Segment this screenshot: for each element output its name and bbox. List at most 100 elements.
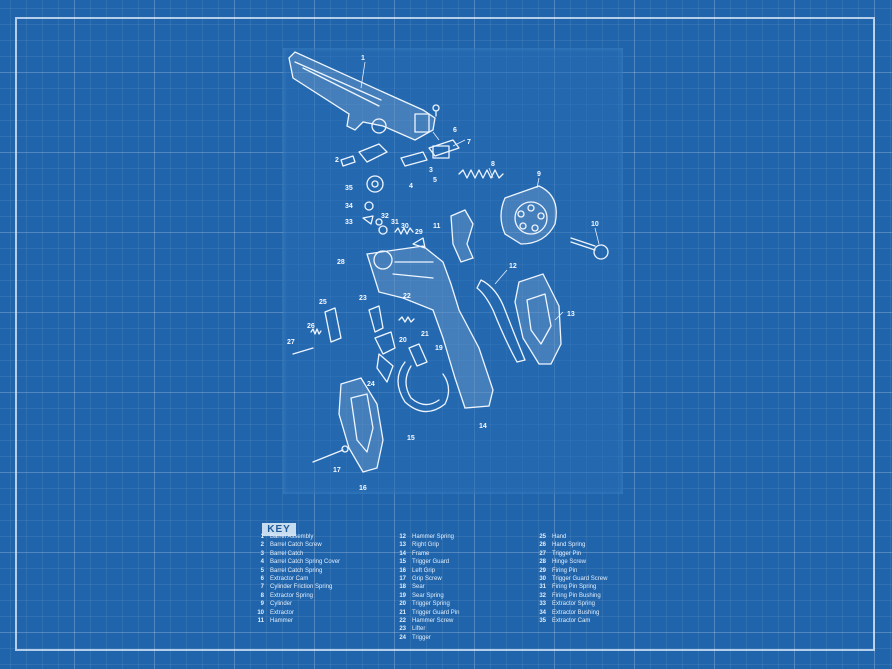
part-left-grip bbox=[338, 377, 384, 473]
key-item-number: 30 bbox=[539, 575, 546, 582]
key-item-label: Firing Pin Bushing bbox=[552, 592, 601, 599]
key-item: 6 Extractor Cam bbox=[252, 575, 340, 583]
callout-24: 24 bbox=[367, 381, 375, 388]
key-item-label: Trigger bbox=[412, 634, 431, 641]
callout-28: 28 bbox=[337, 259, 345, 266]
key-item: 9 Cylinder bbox=[252, 600, 340, 608]
key-item-number: 16 bbox=[399, 567, 406, 574]
callout-31: 31 bbox=[391, 219, 399, 226]
key-item-number: 12 bbox=[399, 534, 406, 540]
exploded-view-drawing: 1 2 3 4 5 6 7 8 9 10 11 12 13 14 15 16 1… bbox=[283, 48, 623, 494]
key-item-number: 17 bbox=[399, 575, 406, 582]
key-item-label: Frame bbox=[412, 550, 430, 557]
key-item-number: 1 bbox=[260, 534, 264, 540]
key-item-number: 9 bbox=[260, 601, 264, 608]
key-item-number: 35 bbox=[539, 617, 546, 624]
part-extractor bbox=[570, 237, 609, 260]
callout-17: 17 bbox=[333, 467, 341, 474]
key-item-number: 21 bbox=[399, 609, 406, 616]
key-item-number: 32 bbox=[539, 592, 546, 599]
key-item-number: 23 bbox=[399, 626, 406, 633]
key-item-number: 15 bbox=[399, 559, 406, 566]
part-hammer-spring bbox=[476, 279, 526, 363]
part-hand bbox=[292, 307, 342, 355]
part-barrel-catch bbox=[340, 139, 460, 167]
callout-9: 9 bbox=[537, 171, 541, 178]
key-item-number: 11 bbox=[257, 617, 264, 624]
key-item: 15 Trigger Guard bbox=[394, 558, 459, 566]
part-small-cams bbox=[362, 175, 384, 226]
callout-26: 26 bbox=[307, 323, 315, 330]
callout-8: 8 bbox=[491, 161, 495, 168]
key-item-number: 28 bbox=[539, 559, 546, 566]
callout-20: 20 bbox=[399, 337, 407, 344]
key-item-number: 29 bbox=[539, 567, 546, 574]
callout-30: 30 bbox=[401, 223, 409, 230]
key-item: 14 Frame bbox=[394, 550, 459, 558]
key-item-label: Trigger Pin bbox=[552, 550, 582, 557]
part-trigger-sear bbox=[368, 305, 428, 383]
callout-19: 19 bbox=[435, 345, 443, 352]
key-item-label: Trigger Guard bbox=[412, 559, 450, 566]
key-item-number: 20 bbox=[399, 601, 406, 608]
key-item: 3 Barrel Catch bbox=[252, 550, 340, 558]
callout-5: 5 bbox=[433, 177, 437, 184]
key-item: 10 Extractor bbox=[252, 609, 340, 617]
key-item-number: 27 bbox=[539, 550, 546, 557]
key-item-label: Extractor Cam bbox=[552, 617, 591, 624]
key-item-number: 7 bbox=[260, 584, 264, 591]
callout-35: 35 bbox=[345, 185, 353, 192]
callout-12: 12 bbox=[509, 263, 517, 270]
key-item-label: Grip Screw bbox=[412, 575, 442, 582]
callout-32: 32 bbox=[381, 213, 389, 220]
blueprint-border bbox=[15, 17, 875, 651]
callout-numbers: 1 2 3 4 5 6 7 8 9 10 11 12 13 14 15 16 1… bbox=[287, 55, 599, 492]
part-right-grip bbox=[514, 273, 562, 365]
key-item-number: 18 bbox=[399, 584, 406, 591]
key-item-label: Extractor bbox=[270, 609, 295, 616]
key-item-label: Extractor Cam bbox=[270, 575, 309, 582]
key-item: 24 Trigger bbox=[394, 634, 459, 642]
key-title: KEY bbox=[262, 523, 296, 536]
callout-29: 29 bbox=[415, 229, 423, 236]
part-cylinder bbox=[500, 185, 557, 245]
key-item-number: 24 bbox=[399, 634, 406, 641]
key-item-number: 10 bbox=[257, 609, 264, 616]
callout-15: 15 bbox=[407, 435, 415, 442]
callout-10: 10 bbox=[591, 221, 599, 228]
key-item-label: Cylinder bbox=[270, 601, 293, 608]
key-item-label: Extractor Spring bbox=[552, 601, 596, 608]
key-item-number: 14 bbox=[399, 550, 406, 557]
key-item-number: 13 bbox=[399, 542, 406, 549]
key-item-label: Barrel Catch bbox=[270, 550, 304, 557]
key-item-label: Hinge Screw bbox=[552, 559, 587, 566]
key-item-label: Hand bbox=[552, 534, 567, 540]
key-item-label: Extractor Bushing bbox=[552, 609, 600, 616]
callout-25: 25 bbox=[319, 299, 327, 306]
callout-6: 6 bbox=[453, 127, 457, 134]
callout-1: 1 bbox=[361, 55, 365, 62]
callout-11: 11 bbox=[433, 223, 441, 230]
key-item-number: 6 bbox=[260, 575, 264, 582]
callout-2: 2 bbox=[335, 157, 339, 164]
key-item-number: 3 bbox=[260, 550, 264, 557]
key-item: 28 Hinge Screw bbox=[534, 558, 607, 566]
callout-4: 4 bbox=[409, 183, 413, 190]
part-screw-top bbox=[432, 104, 440, 117]
callout-3: 3 bbox=[429, 167, 433, 174]
key-item-number: 8 bbox=[260, 592, 264, 599]
